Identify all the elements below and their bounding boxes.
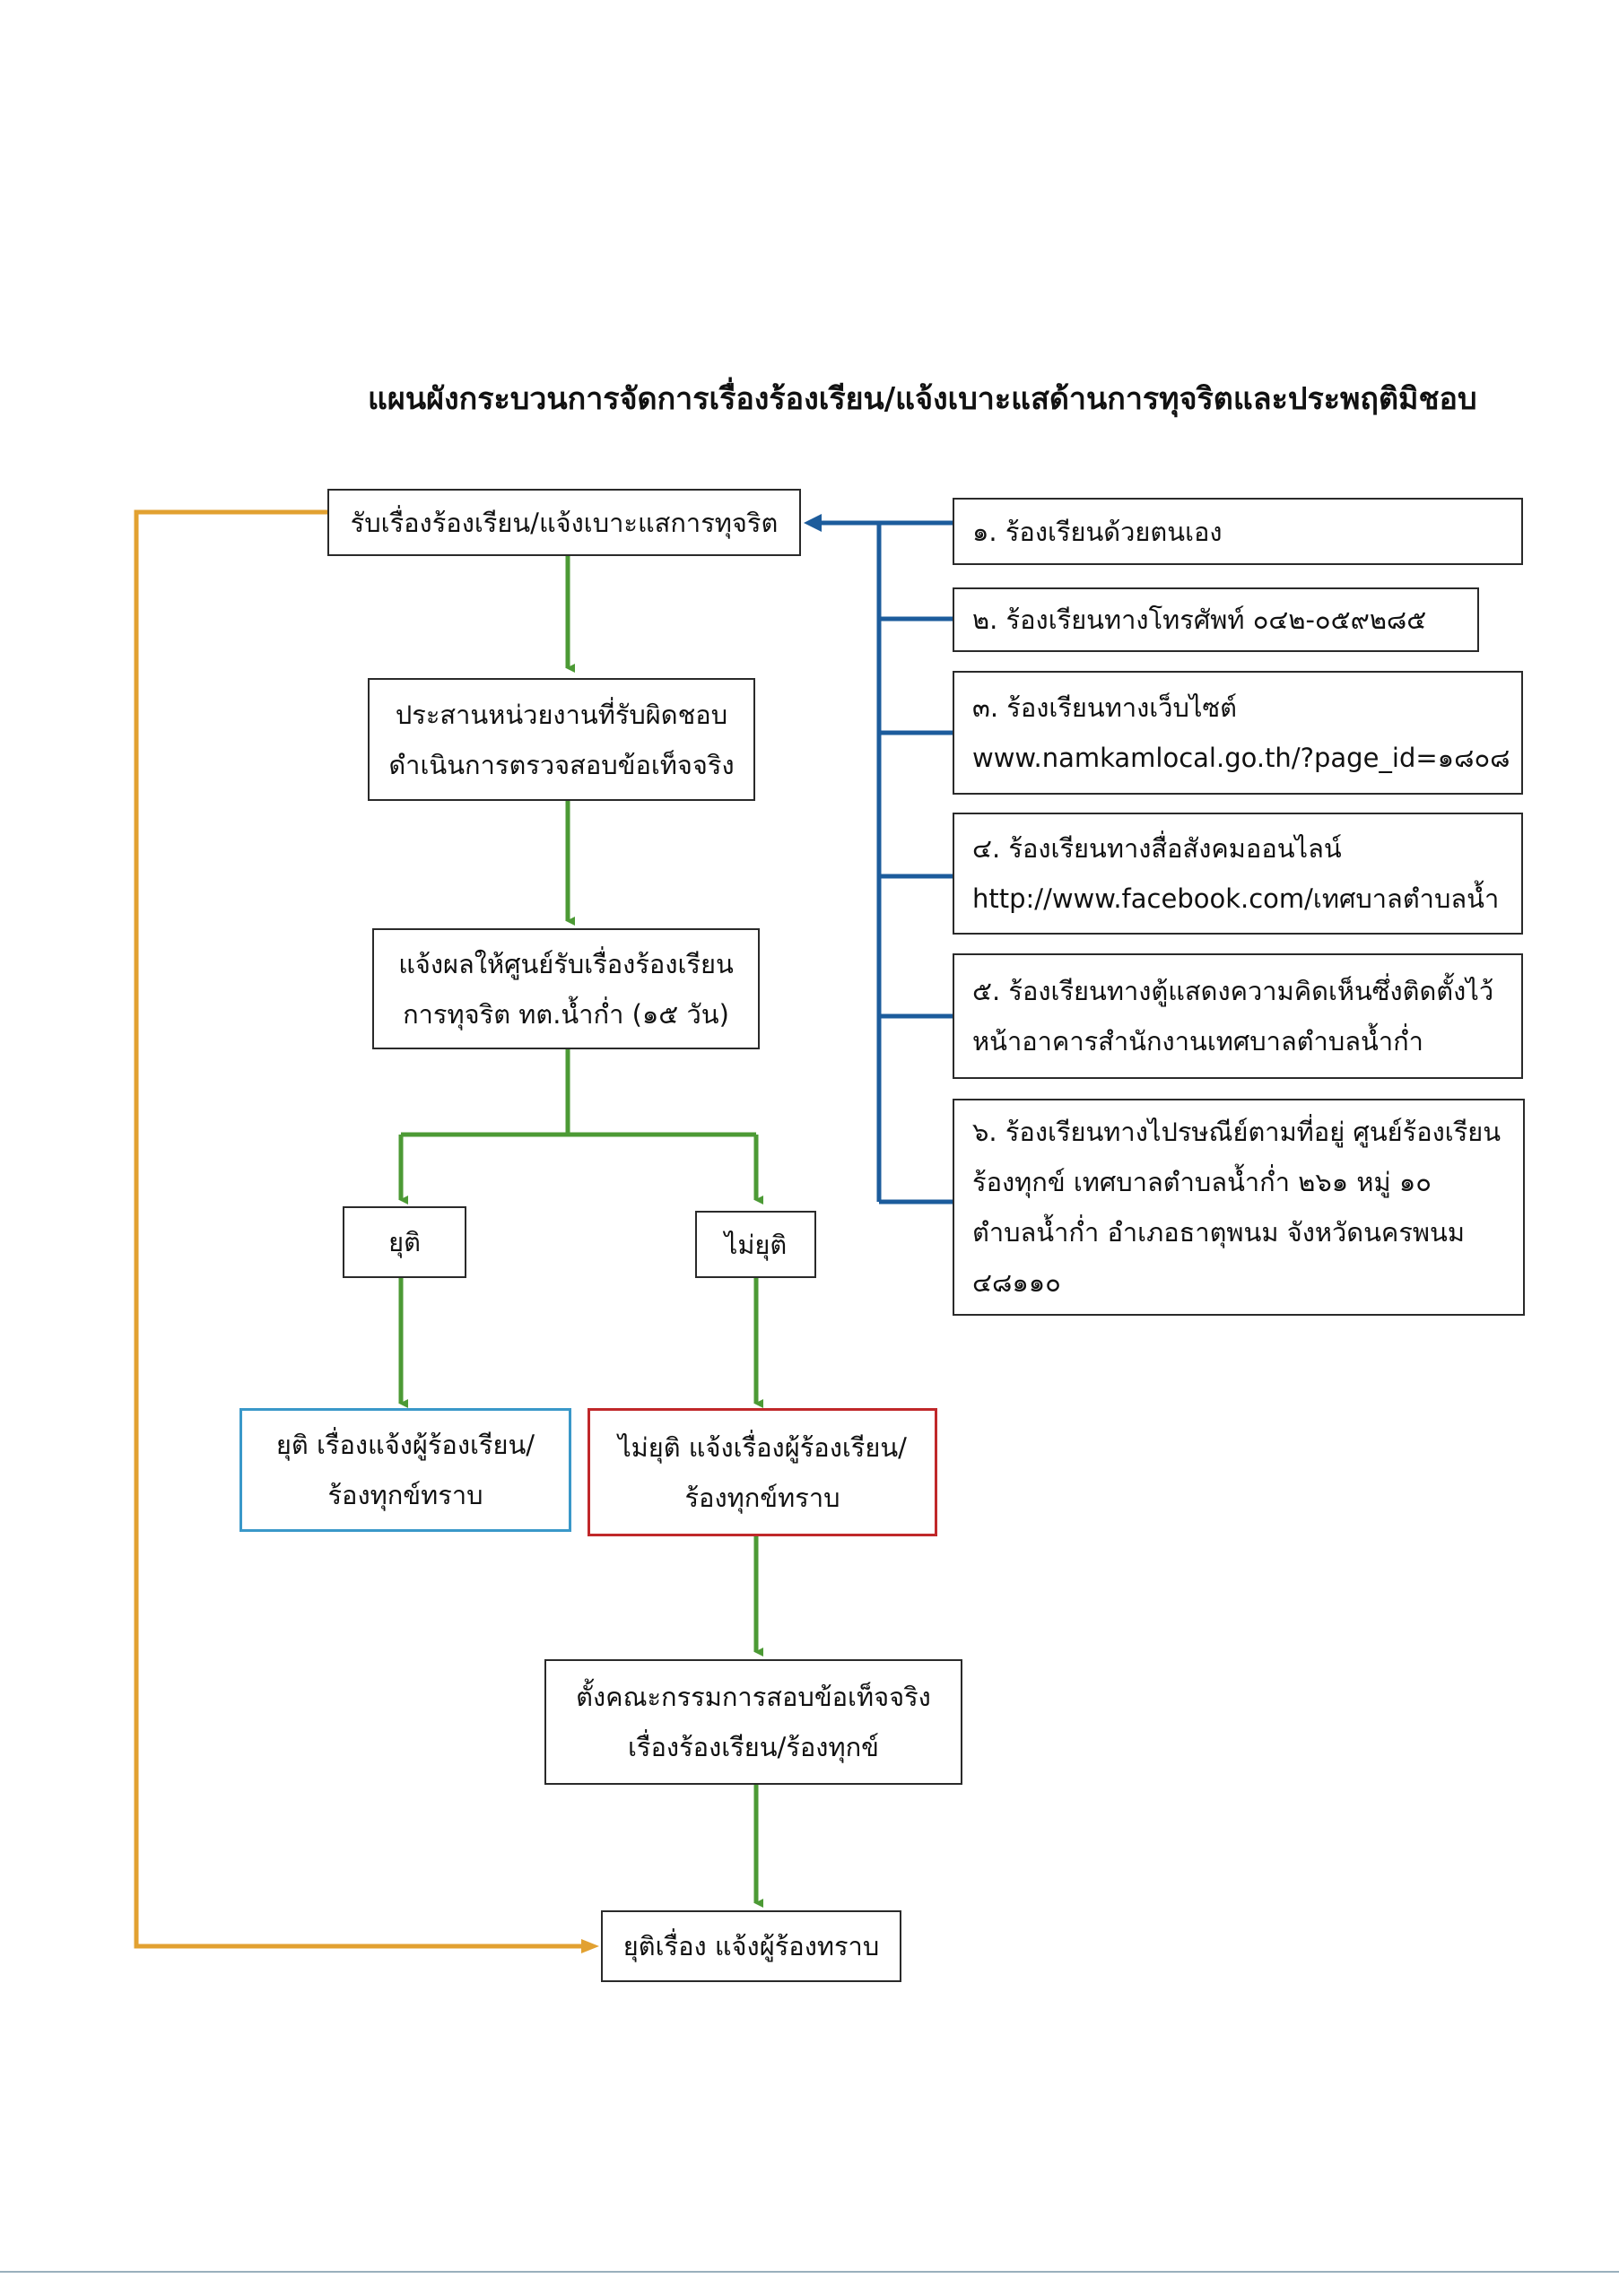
end-notify-box: ยุติ เรื่องแจ้งผู้ร้องเรียน/ ร้องทุกข์ทร… [239,1408,571,1532]
channel-bus-connector [804,514,953,1205]
channel-in-person-label: ๑. ร้องเรียนด้วยตนเอง [972,516,1223,547]
channel-suggestion-box-box: ๕. ร้องเรียนทางตู้แสดงความคิดเห็นซึ่งติด… [953,953,1523,1079]
coordinate-agency-box: ประสานหน่วยงานที่รับผิดชอบ ดำเนินการตรวจ… [368,678,755,801]
channel-website-box: ๓. ร้องเรียนทางเว็บไซต์ www.namkamlocal.… [953,671,1523,795]
channel-social-media-box: ๔. ร้องเรียนทางสื่อสังคมออนไลน์ http://w… [953,813,1523,935]
channel-post-line-2: ร้องทุกข์ เทศบาลตำบลน้ำก่ำ ๒๖๑ หมู่ ๑๐ [972,1167,1432,1197]
channel-phone-box: ๒. ร้องเรียนทางโทรศัพท์ ๐๔๒-๐๕๙๒๘๕ [953,587,1479,652]
channel-social-media-line-1: ๔. ร้องเรียนทางสื่อสังคมออนไลน์ [972,833,1342,864]
not-end-decision-label: ไม่ยุติ [724,1229,788,1260]
notify-center-line-2: การทุจริต ทต.น้ำก่ำ (๑๕ วัน) [403,998,729,1030]
channel-suggestion-box-line-1: ๕. ร้องเรียนทางตู้แสดงความคิดเห็นซึ่งติด… [972,976,1494,1006]
end-notify-line-1: ยุติ เรื่องแจ้งผู้ร้องเรียน/ [275,1430,535,1460]
coordinate-agency-line-1: ประสานหน่วยงานที่รับผิดชอบ [395,699,728,730]
committee-box: ตั้งคณะกรรมการสอบข้อเท็จจริง เรื่องร้องเ… [544,1659,962,1785]
channel-website-line-2: www.namkamlocal.go.th/?page_id=๑๘๐๘ [972,743,1510,773]
channel-post-line-3: ตำบลน้ำก่ำ อำเภอธาตุพนม จังหวัดนครพนม [972,1217,1465,1248]
channel-post-line-1: ๖. ร้องเรียนทางไปรษณีย์ตามที่อยู่ ศูนย์ร… [972,1117,1501,1147]
channel-website-line-1: ๓. ร้องเรียนทางเว็บไซต์ [972,692,1237,723]
committee-line-2: เรื่องร้องเรียน/ร้องทุกข์ [628,1732,879,1762]
notify-center-box: แจ้งผลให้ศูนย์รับเรื่องร้องเรียน การทุจร… [372,928,760,1049]
not-end-notify-box: ไม่ยุติ แจ้งเรื่องผู้ร้องเรียน/ ร้องทุกข… [588,1408,937,1536]
final-notify-label: ยุติเรื่อง แจ้งผู้ร้องทราบ [622,1931,880,1961]
not-end-decision-box: ไม่ยุติ [695,1211,816,1278]
not-end-notify-line-2: ร้องทุกข์ทราบ [684,1482,840,1513]
not-end-notify-line-1: ไม่ยุติ แจ้งเรื่องผู้ร้องเรียน/ [618,1431,907,1463]
page-bottom-rule [0,2271,1619,2273]
page-title: แผนผังกระบวนการจัดการเรื่องร้องเรียน/แจ้… [368,381,1477,417]
committee-line-1: ตั้งคณะกรรมการสอบข้อเท็จจริง [576,1682,931,1712]
end-decision-label: ยุติ [388,1227,421,1257]
receive-complaint-box: รับเรื่องร้องเรียน/แจ้งเบาะแสการทุจริต [327,489,801,556]
end-decision-box: ยุติ [343,1206,466,1278]
channel-post-line-4: ๔๘๑๑๐ [972,1267,1061,1298]
final-notify-box: ยุติเรื่อง แจ้งผู้ร้องทราบ [601,1910,901,1982]
coordinate-agency-line-2: ดำเนินการตรวจสอบข้อเท็จจริง [388,749,735,780]
orange-bypass-connector [134,509,599,1953]
channel-phone-label: ๒. ร้องเรียนทางโทรศัพท์ ๐๔๒-๐๕๙๒๘๕ [972,604,1427,635]
channel-post-box: ๖. ร้องเรียนทางไปรษณีย์ตามที่อยู่ ศูนย์ร… [953,1099,1525,1316]
channel-in-person-box: ๑. ร้องเรียนด้วยตนเอง [953,498,1523,565]
end-notify-line-2: ร้องทุกข์ทราบ [327,1480,483,1510]
notify-center-line-1: แจ้งผลให้ศูนย์รับเรื่องร้องเรียน [398,948,734,979]
main-flow-connectors [398,556,763,1908]
receive-complaint-label: รับเรื่องร้องเรียน/แจ้งเบาะแสการทุจริต [350,507,779,538]
channel-suggestion-box-line-2: หน้าอาคารสำนักงานเทศบาลตำบลน้ำก่ำ [972,1026,1423,1057]
channel-social-media-line-2: http://www.facebook.com/เทศบาลตำบลน้ำ [972,883,1500,914]
